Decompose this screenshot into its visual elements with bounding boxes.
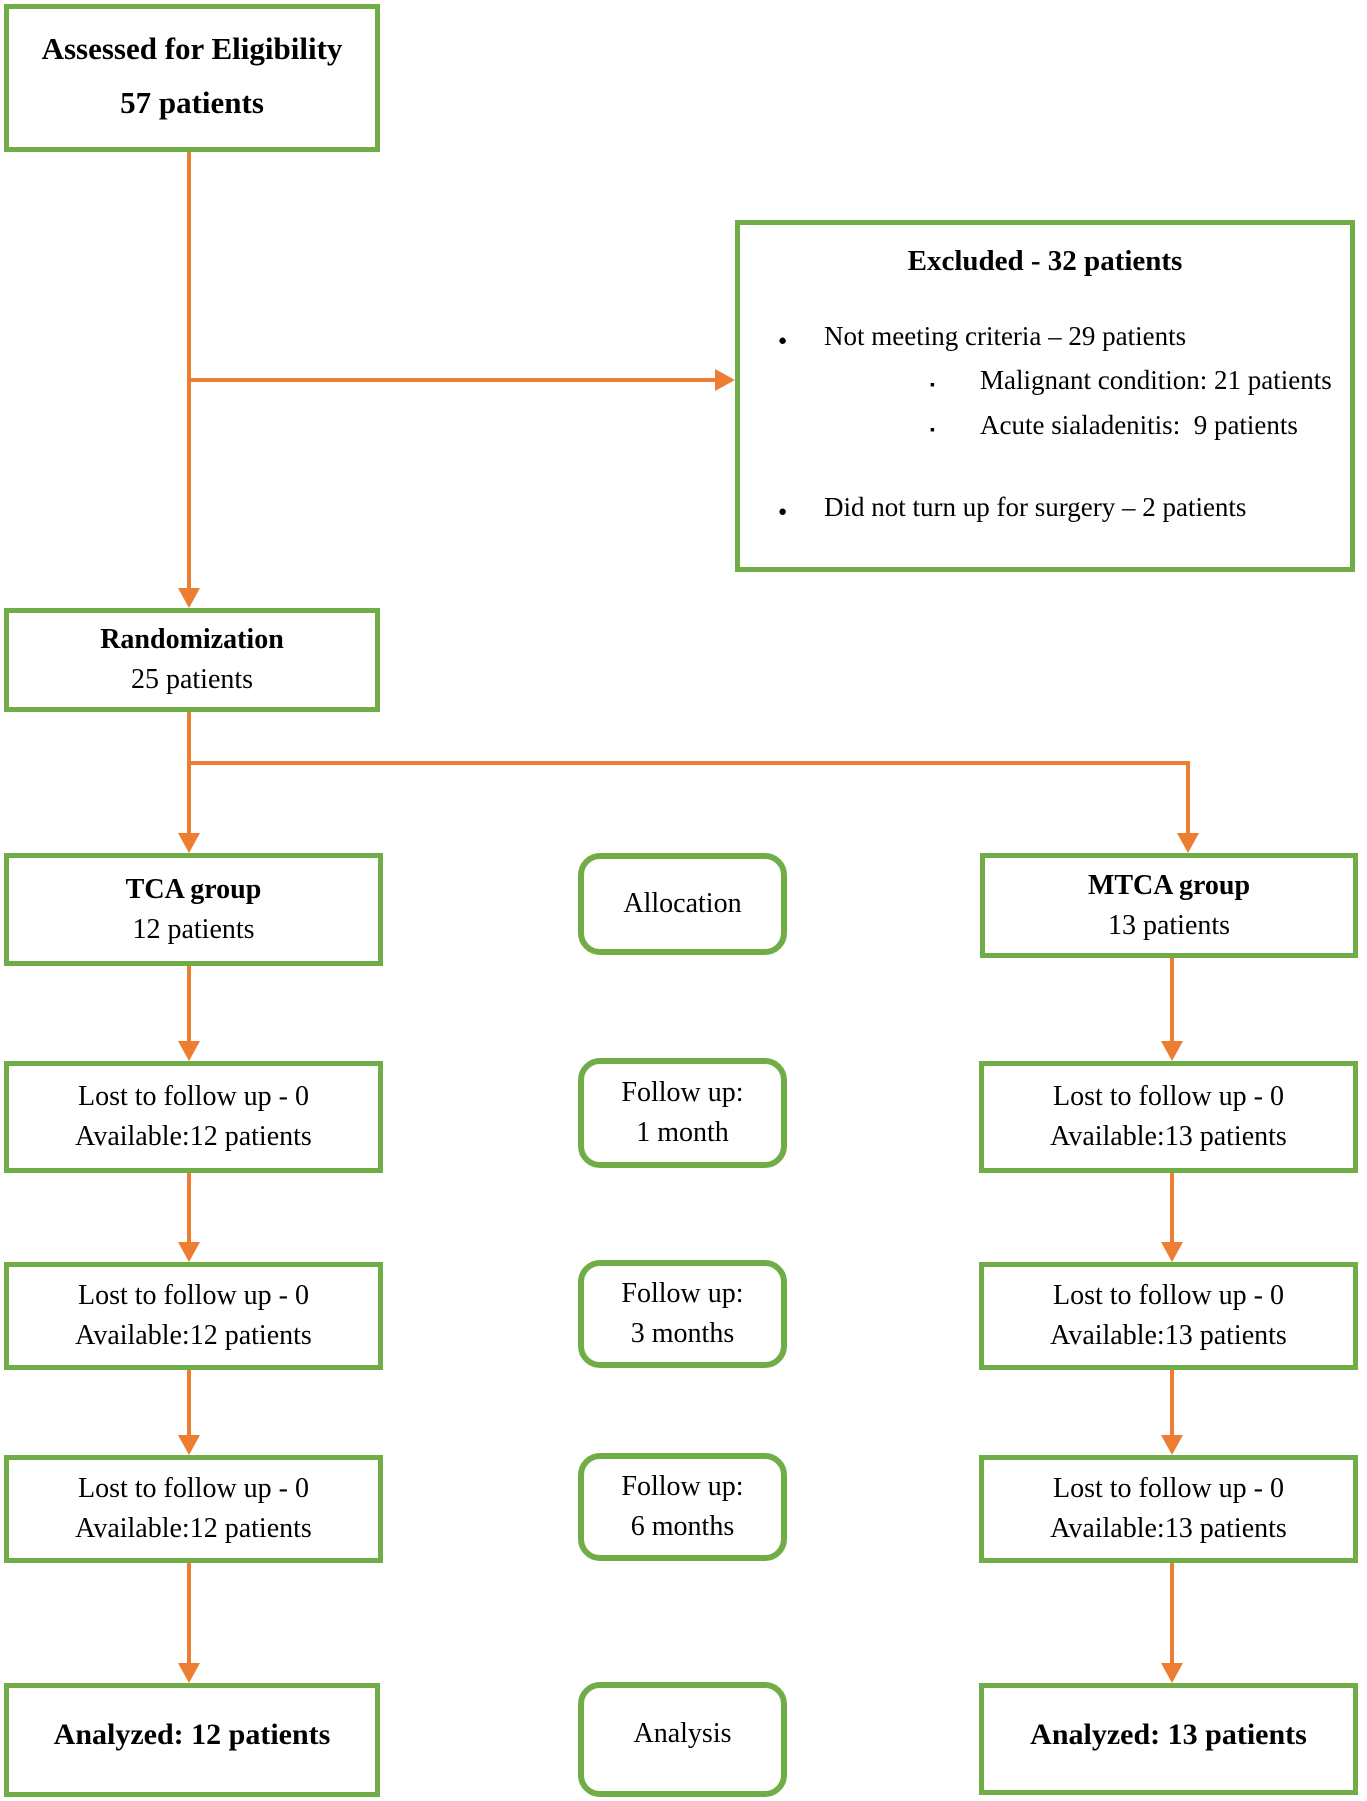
followup-6months-box: Follow up: 6 months [578,1453,787,1561]
arrow-tca-fu3-to-fu6-head [178,1435,200,1455]
analysis-box: Analysis [578,1682,787,1797]
mtca-followup-3months-box: Lost to follow up - 0 Available:13 patie… [979,1262,1358,1370]
analysis-label: Analysis [633,1718,732,1749]
tca-group-title: TCA group [125,873,262,905]
arrow-tca-to-analyzed-head [178,1663,200,1683]
arrow-tca-fu1-to-fu3-line [187,1173,191,1242]
mtca-followup-6months-box: Lost to follow up - 0 Available:13 patie… [979,1455,1358,1563]
excluded-bullet-1-text: Not meeting criteria – 29 patients [824,321,1187,351]
tca-analyzed-label: Analyzed: 12 patients [53,1718,331,1751]
lost-line: Lost to follow up - 0 [1053,1081,1284,1113]
assessed-for-eligibility-box: Assessed for Eligibility 57 patients [4,4,380,152]
arrow-assessed-to-randomization-head [178,588,200,608]
split-horizontal-line [187,761,1190,765]
excluded-bullet-2: ● Did not turn up for surgery – 2 patien… [740,491,1350,523]
mtca-followup-1month-box: Lost to follow up - 0 Available:13 patie… [979,1061,1358,1173]
lost-line: Lost to follow up - 0 [1053,1280,1284,1312]
followup-period: 6 months [630,1511,735,1542]
arrow-mtca-fu1-to-fu3-line [1170,1173,1174,1242]
mtca-analyzed-label: Analyzed: 13 patients [1030,1718,1307,1751]
available-line: Available:13 patients [1050,1320,1287,1351]
arrow-to-mtca-head [1177,833,1199,853]
arrow-mtca-to-fu1-line [1170,958,1174,1041]
arrow-mtca-fu1-to-fu3-head [1161,1242,1183,1262]
tca-group-count: 12 patients [132,913,255,945]
followup-3months-box: Follow up: 3 months [578,1260,787,1368]
lost-line: Lost to follow up - 0 [78,1081,309,1113]
arrow-mtca-fu3-to-fu6-head [1161,1435,1183,1455]
arrow-to-excluded-line [189,378,715,382]
available-line: Available:12 patients [75,1513,312,1544]
arrow-assessed-to-randomization-line [187,152,191,588]
excluded-title: Excluded - 32 patients [907,245,1183,277]
randomization-title: Randomization [100,624,284,656]
excluded-sub-1-text: Malignant condition: 21 patients [980,365,1332,396]
arrow-mtca-to-fu1-head [1161,1041,1183,1061]
assessed-count: 57 patients [120,84,264,120]
available-line: Available:12 patients [75,1320,312,1351]
mtca-group-title: MTCA group [1087,869,1251,901]
bullet-square-icon: ▪ [930,378,935,394]
tca-followup-1month-box: Lost to follow up - 0 Available:12 patie… [4,1061,383,1173]
lost-line: Lost to follow up - 0 [78,1280,309,1312]
arrow-mtca-to-analyzed-line [1170,1563,1174,1663]
allocation-box: Allocation [578,853,787,955]
mtca-analyzed-box: Analyzed: 13 patients [979,1683,1358,1795]
tca-group-box: TCA group 12 patients [4,853,383,966]
arrow-to-mtca-line [1186,761,1190,833]
arrow-to-tca-line [187,761,191,833]
arrow-tca-to-analyzed-line [187,1563,191,1663]
available-line: Available:12 patients [75,1121,312,1152]
followup-label: Follow up: [621,1077,744,1109]
assessed-title: Assessed for Eligibility [41,31,343,66]
arrow-tca-to-fu1-line [187,966,191,1041]
available-line: Available:13 patients [1050,1513,1287,1544]
lost-line: Lost to follow up - 0 [1053,1473,1284,1505]
bullet-dot-icon: ● [778,333,788,349]
excluded-sub-2: ▪ Acute sialadenitis: 9 patients [740,409,1350,441]
available-line: Available:13 patients [1050,1121,1287,1152]
arrow-to-tca-head [178,833,200,853]
tca-followup-3months-box: Lost to follow up - 0 Available:12 patie… [4,1262,383,1370]
arrow-tca-to-fu1-head [178,1041,200,1061]
followup-period: 1 month [636,1117,729,1148]
excluded-bullet-1: ● Not meeting criteria – 29 patients [740,320,1350,352]
bullet-square-icon: ▪ [930,422,935,438]
followup-period: 3 months [630,1318,735,1349]
mtca-group-box: MTCA group 13 patients [980,853,1358,958]
split-stem-line [187,712,191,763]
followup-label: Follow up: [621,1278,744,1310]
lost-line: Lost to follow up - 0 [78,1473,309,1505]
followup-label: Follow up: [621,1471,744,1503]
mtca-group-count: 13 patients [1107,909,1231,941]
randomization-count: 25 patients [130,664,254,695]
arrow-mtca-to-analyzed-head [1161,1663,1183,1683]
followup-1month-box: Follow up: 1 month [578,1058,787,1168]
arrow-to-excluded-head [715,369,735,391]
excluded-sub-2-text: Acute sialadenitis: 9 patients [980,409,1298,440]
excluded-bullet-2-text: Did not turn up for surgery – 2 patients [824,492,1247,523]
arrow-tca-fu1-to-fu3-head [178,1242,200,1262]
arrow-mtca-fu3-to-fu6-line [1170,1370,1174,1435]
arrow-tca-fu3-to-fu6-line [187,1370,191,1435]
excluded-sub-1: ▪ Malignant condition: 21 patients [740,364,1350,396]
allocation-label: Allocation [623,888,742,920]
tca-analyzed-box: Analyzed: 12 patients [4,1683,380,1797]
tca-followup-6months-box: Lost to follow up - 0 Available:12 patie… [4,1455,383,1563]
bullet-dot-icon: ● [778,504,788,521]
randomization-box: Randomization 25 patients [4,608,380,712]
excluded-box: Excluded - 32 patients ● Not meeting cri… [735,220,1355,572]
